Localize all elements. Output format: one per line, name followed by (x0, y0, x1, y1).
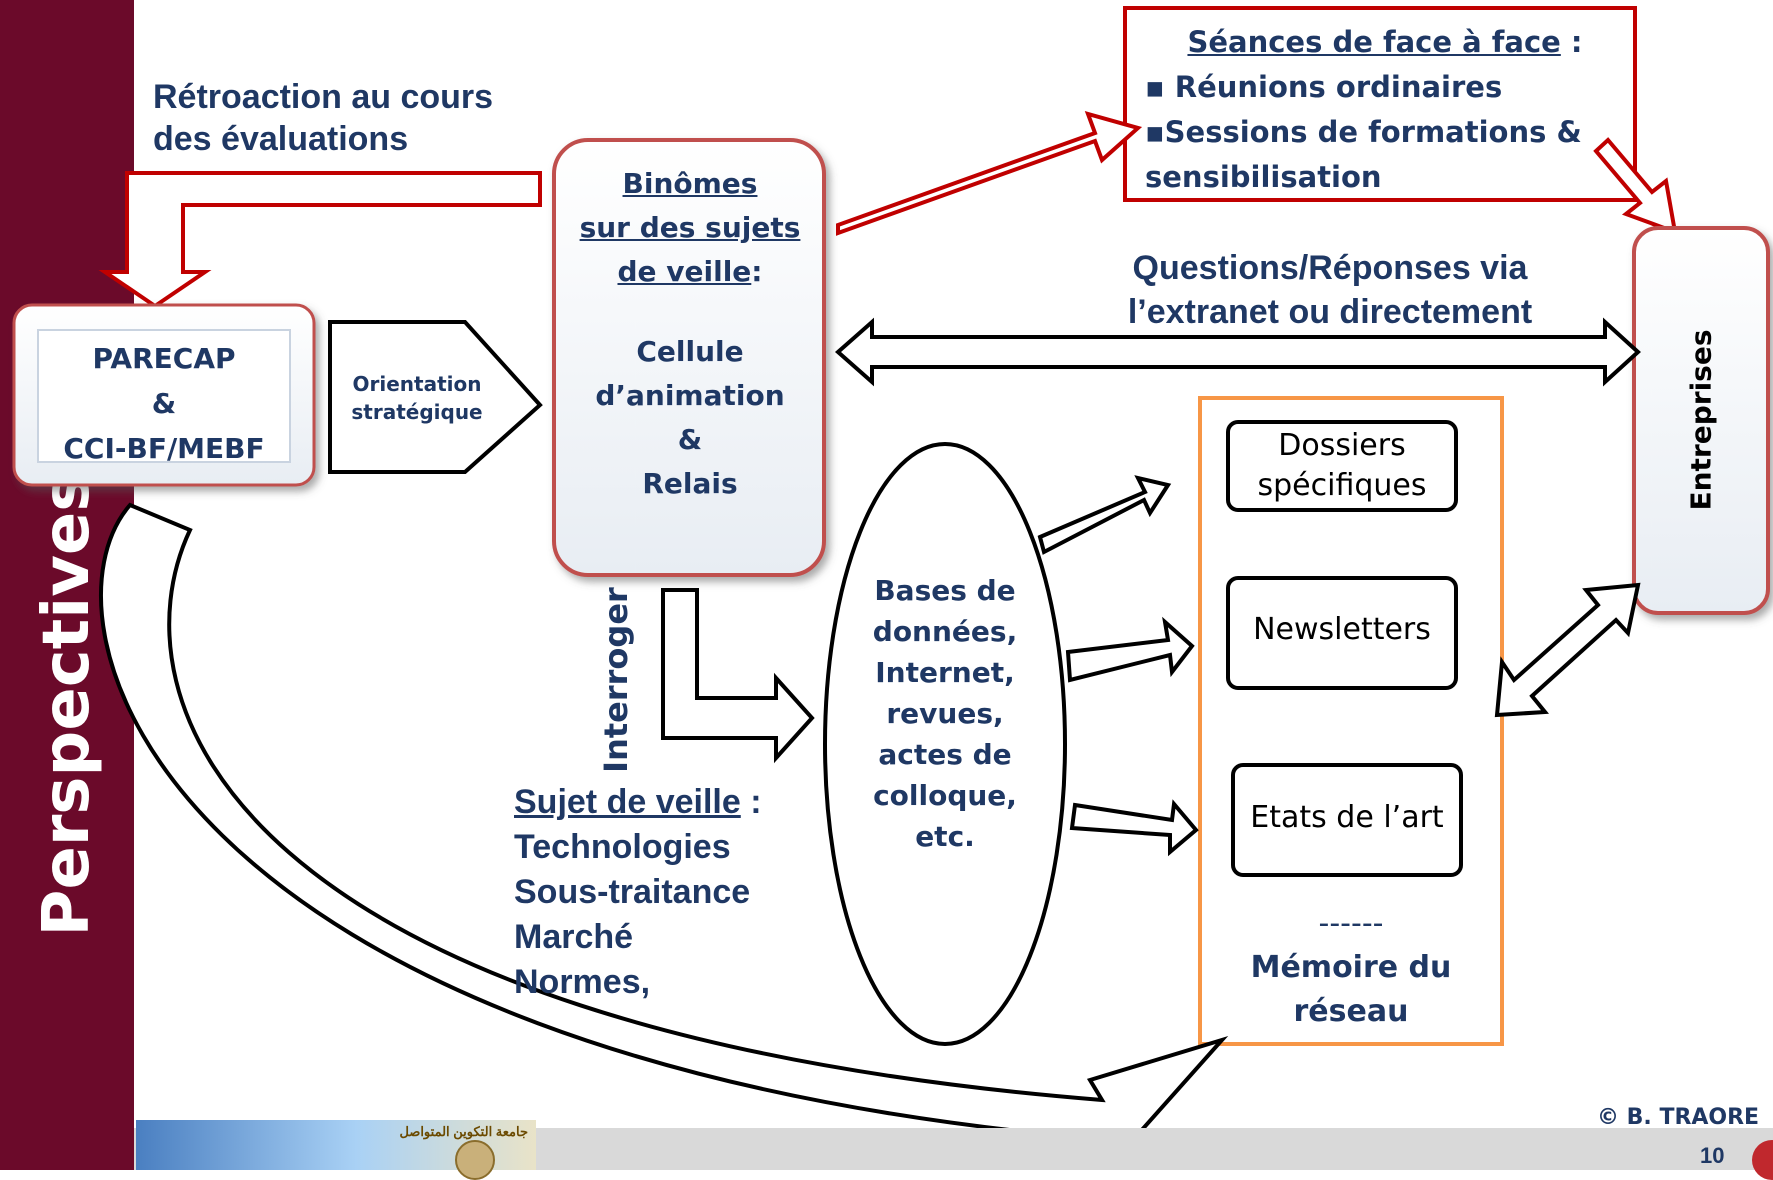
seances-item3: sensibilisation (1145, 160, 1382, 194)
bases-line: revues, (886, 697, 1004, 730)
questions-label: Questions/Réponses via l’extranet ou dir… (1090, 246, 1570, 334)
etats-label: Etats de l’art (1250, 800, 1444, 835)
questions-double-arrow (834, 317, 1641, 387)
arrow-seances-to-entreprises (1593, 137, 1678, 236)
orientation-label: Orientation stratégique (338, 370, 496, 426)
memoire-entreprises-double-arrow (1494, 582, 1641, 718)
entreprises-label: Entreprises (1684, 329, 1718, 511)
sujet-label: Sujet de veille : Technologies Sous-trai… (514, 780, 762, 1005)
binomes-title2: sur des sujets (579, 211, 801, 244)
bases-line: colloque, (873, 779, 1017, 812)
questions-line2: l’extranet ou directement (1127, 293, 1533, 331)
memoire-label1: Mémoire du (1250, 950, 1452, 985)
page-number: 10 (1700, 1143, 1725, 1168)
feedback-arrow (98, 171, 542, 309)
parecap-inner (37, 329, 291, 463)
dossiers-label: Dossiers spécifiques (1228, 426, 1456, 506)
binomes-title1: Binômes (622, 167, 758, 200)
seances-title: Séances de face à face (1187, 25, 1561, 59)
memoire-caption: ------ Mémoire du réseau (1205, 902, 1497, 1034)
retroaction-line1: Rétroaction au cours (153, 78, 494, 116)
seances-item2: ▪Sessions de formations & (1145, 115, 1582, 149)
seances-item1: ▪ Réunions ordinaires (1145, 70, 1503, 104)
binomes-cell2: d’animation (595, 379, 785, 412)
binomes-label: Binômes sur des sujets de veille: Cellul… (566, 162, 814, 506)
binomes-cell1: Cellule (636, 335, 744, 368)
curved-long-arrow (99, 502, 1229, 1165)
orientation-line2: stratégique (351, 400, 483, 424)
arrow-to-seances (836, 111, 1143, 236)
footer-seal (455, 1140, 495, 1180)
seances-label: Séances de face à face : ▪ Réunions ordi… (1145, 20, 1625, 200)
newsletters-box (1226, 576, 1458, 690)
binomes-cell4: Relais (642, 467, 738, 500)
sujet-item: Normes, (514, 963, 651, 1001)
bases-line: actes de (878, 738, 1012, 771)
sujet-title-row: Sujet de veille : (514, 780, 762, 825)
sujet-item: Sous-traitance (514, 873, 751, 911)
binomes-colon: : (751, 255, 763, 288)
seances-title-row: Séances de face à face : (1145, 20, 1625, 65)
binomes-cell3: & (677, 423, 703, 456)
orientation-line1: Orientation (352, 372, 482, 396)
binomes-box (552, 138, 826, 577)
questions-line1: Questions/Réponses via (1132, 249, 1528, 287)
bases-line: données, (872, 615, 1018, 648)
bases-line: Internet, (875, 656, 1015, 689)
copyright: © B. TRAORE (1597, 1105, 1760, 1130)
sujet-title: Sujet de veille (514, 783, 741, 821)
entreprises-box (1632, 226, 1770, 615)
orientation-arrow (328, 320, 543, 474)
seances-box (1123, 6, 1637, 202)
arrow-to-etats (1069, 799, 1199, 857)
sujet-item: Technologies (514, 828, 731, 866)
bases-line: etc. (915, 820, 975, 853)
arrow-to-newsletters (1065, 616, 1195, 683)
newsletters-label: Newsletters (1253, 612, 1431, 647)
sujet-colon: : (740, 783, 762, 821)
arrow-to-dossiers (1037, 475, 1172, 555)
binomes-title3: de veille (617, 255, 752, 288)
dossiers-line2: spécifiques (1257, 468, 1427, 503)
bases-label: Bases de données, Internet, revues, acte… (855, 570, 1035, 857)
parecap-label: PARECAP & CCI-BF/MEBF (38, 336, 290, 471)
retroaction-label: Rétroaction au cours des évaluations (153, 76, 493, 160)
memoire-label2: réseau (1293, 994, 1409, 1029)
dossiers-line1: Dossiers (1278, 428, 1406, 463)
parecap-line2: & (151, 387, 177, 420)
parecap-line3: CCI-BF/MEBF (63, 432, 265, 465)
memoire-dashes: ------ (1318, 906, 1384, 941)
dossiers-box (1226, 420, 1458, 512)
retroaction-line2: des évaluations (153, 120, 409, 158)
parecap-line1: PARECAP (92, 342, 236, 375)
interroger-label: Interroger (597, 587, 635, 773)
binomes-title3-row: de veille: (566, 250, 814, 294)
seances-colon: : (1560, 25, 1583, 59)
bases-ellipse (823, 442, 1067, 1046)
interroger-arrow (661, 588, 815, 764)
sujet-item: Marché (514, 918, 634, 956)
footer-logo-text: جامعة التكوين المتواصل (399, 1124, 528, 1139)
bases-line: Bases de (874, 574, 1016, 607)
etats-box (1231, 763, 1463, 877)
